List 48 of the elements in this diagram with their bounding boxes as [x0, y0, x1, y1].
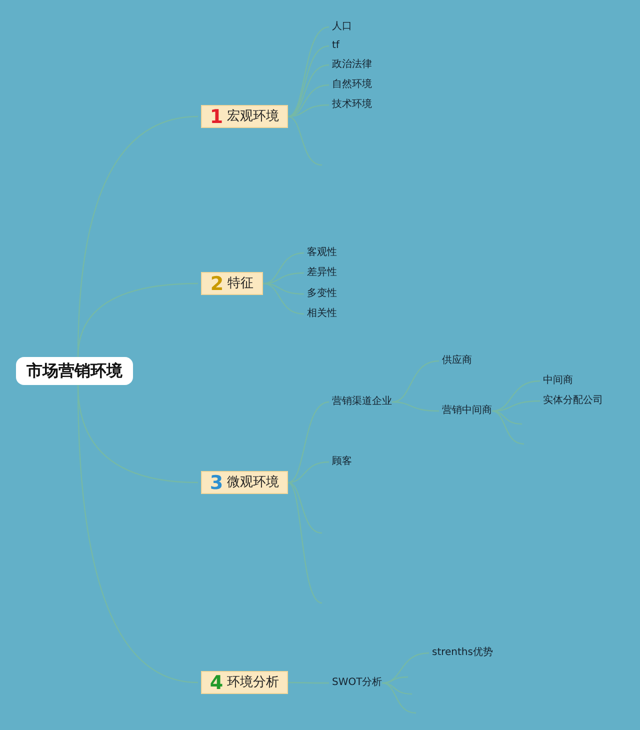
topic-number: 3 [210, 472, 224, 492]
branch-line [288, 482, 322, 534]
topic-box [201, 105, 288, 128]
branch-line [392, 360, 440, 403]
subtopic-text: 顾客 [332, 455, 352, 469]
subtopic-text: 技术环境 [332, 98, 372, 112]
branch-line [262, 252, 304, 284]
topic-title: 环境分析 [227, 674, 280, 690]
subtopic-text: 营销中间商 [442, 404, 492, 418]
subtopic-text: 政治法律 [332, 58, 372, 72]
subtopic-text: tf [332, 39, 340, 53]
subtopic-text: 供应商 [442, 354, 472, 368]
branch-line [492, 380, 540, 412]
branch-line [382, 682, 416, 714]
branch-line [492, 410, 524, 445]
subtopic-text: 客观性 [307, 246, 337, 260]
branch-line [392, 401, 440, 412]
topic-title: 微观环境 [227, 474, 280, 490]
branch-line [288, 116, 322, 166]
subtopic-text: 实体分配公司 [543, 394, 603, 408]
topic-number: 2 [210, 274, 224, 294]
branch-line [382, 676, 408, 684]
branch-line [288, 482, 322, 604]
branch-line [382, 682, 412, 695]
branch-line [288, 461, 330, 484]
central-topic-box: 市场营销环境 [16, 357, 133, 385]
branch-line [288, 682, 329, 684]
branch-line [288, 401, 330, 484]
subtopic-text: 人口 [332, 20, 352, 34]
subtopic-text: 营销渠道企业 [332, 395, 392, 409]
subtopic-text: 自然环境 [332, 78, 372, 92]
topic-box [201, 272, 263, 295]
topic-number: 1 [210, 106, 224, 126]
branch-line [77, 384, 198, 684]
topic-number: 4 [210, 672, 224, 692]
branch-line [382, 652, 430, 684]
subtopic-text: 差异性 [307, 266, 337, 280]
topic-title: 宏观环境 [227, 108, 280, 124]
subtopic-text: 相关性 [307, 307, 337, 321]
branch-line [262, 282, 304, 315]
subtopic-text: strenths优势 [432, 646, 493, 660]
subtopic-text: 中间商 [543, 374, 573, 388]
subtopic-text: 多变性 [307, 287, 337, 301]
branch-line [77, 282, 198, 358]
topic-box [201, 471, 288, 494]
topic-box [201, 671, 288, 694]
topic-title: 特征 [228, 276, 254, 292]
subtopic-text: SWOT分析 [332, 676, 382, 690]
